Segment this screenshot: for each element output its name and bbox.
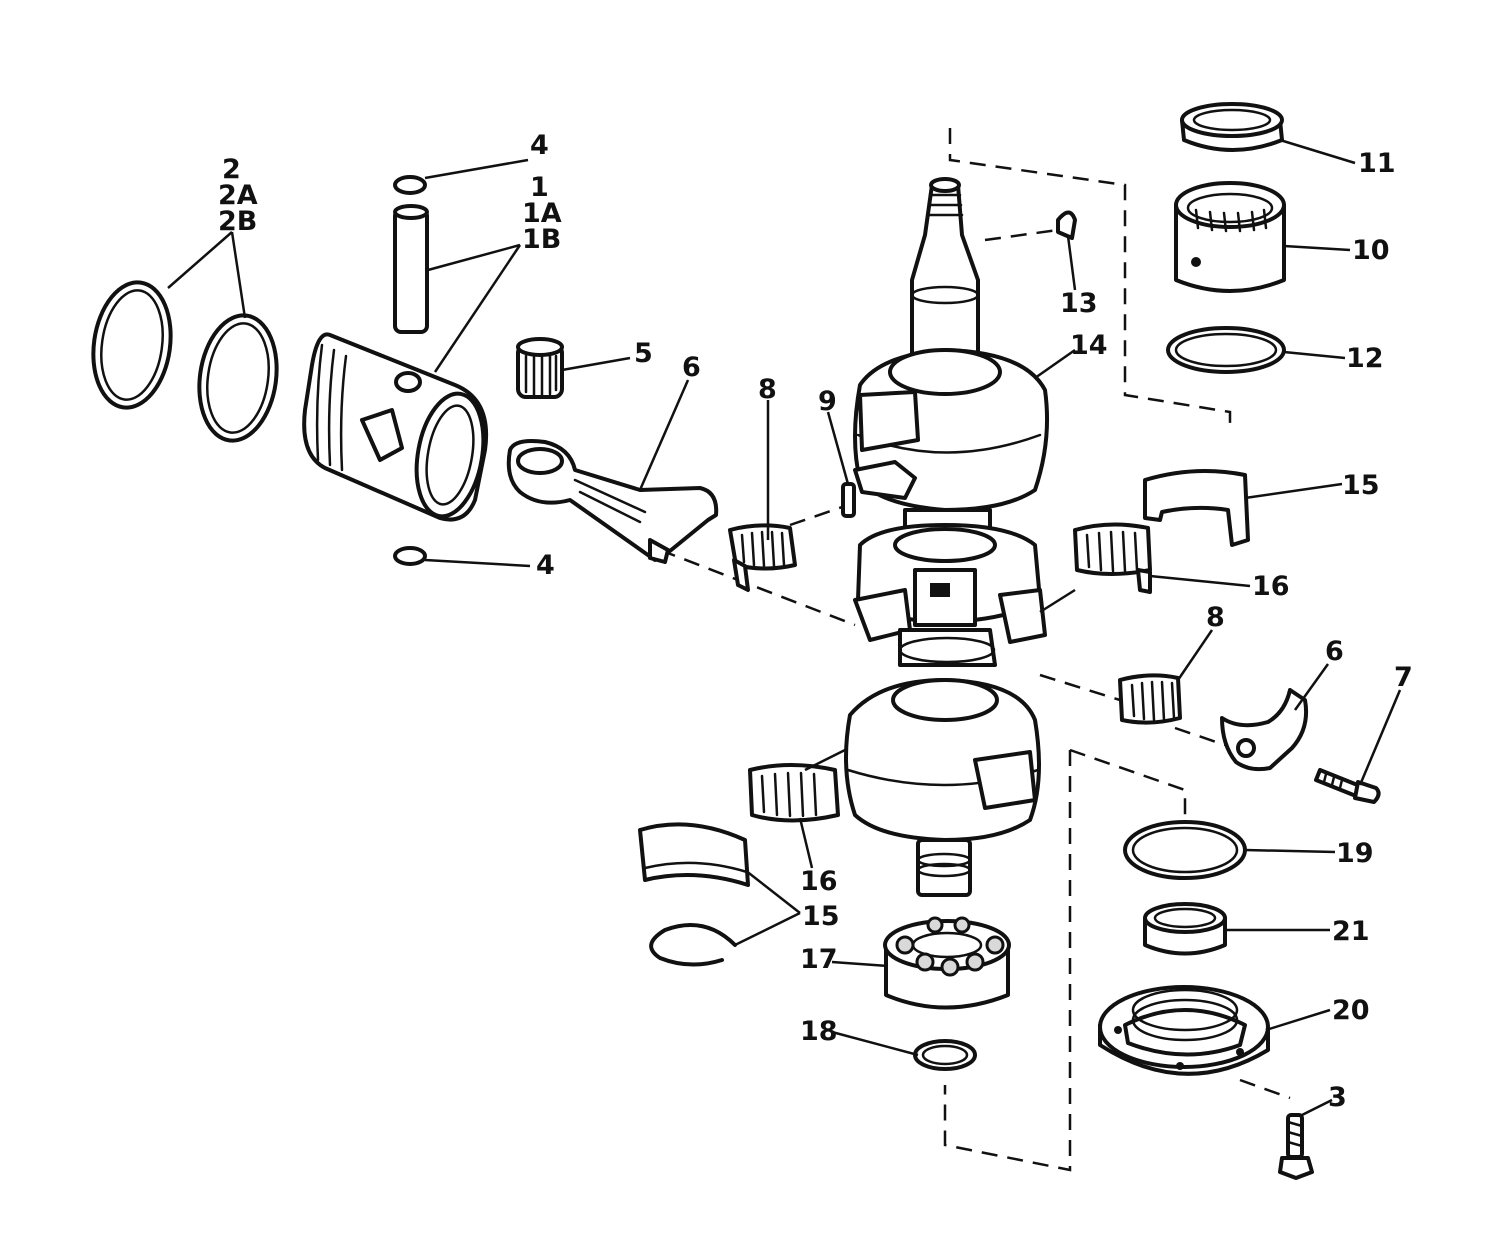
callout-13: 13 bbox=[1060, 288, 1098, 319]
lower-o-ring bbox=[1123, 820, 1247, 880]
housing-screw bbox=[1278, 1113, 1314, 1180]
callout-17: 17 bbox=[800, 944, 838, 975]
woodruff-key bbox=[1056, 210, 1077, 240]
callout-21: 21 bbox=[1332, 916, 1370, 947]
callout-18: 18 bbox=[800, 1016, 838, 1047]
upper-roller-bearing bbox=[1174, 181, 1286, 293]
main-bearing-retaining-ring bbox=[649, 923, 737, 967]
main-bearing-cage-upper bbox=[1143, 469, 1250, 547]
callout-14: 14 bbox=[1070, 330, 1108, 361]
upper-oil-seal bbox=[1180, 102, 1284, 152]
crankshaft bbox=[844, 177, 1050, 897]
rod-bearing-upper bbox=[728, 523, 797, 592]
lower-bearing-housing bbox=[1098, 985, 1270, 1076]
callout-leaders bbox=[167, 138, 1402, 1117]
callout-2b: 2B bbox=[218, 206, 257, 237]
connecting-rod-cap bbox=[1220, 688, 1309, 772]
callout-3: 3 bbox=[1328, 1082, 1347, 1113]
lower-snap-ring bbox=[913, 1039, 977, 1071]
piston-pin bbox=[393, 204, 429, 334]
callout-6-upper: 6 bbox=[682, 352, 701, 383]
rod-bolt bbox=[1314, 768, 1381, 804]
callout-10: 10 bbox=[1352, 235, 1390, 266]
callout-2: 2 bbox=[222, 154, 241, 185]
assembly-dashed-lines bbox=[659, 128, 1291, 1172]
main-bearing-needle-upper bbox=[1073, 522, 1152, 594]
main-bearing-needle-lower bbox=[748, 763, 840, 823]
connecting-rod bbox=[506, 439, 719, 564]
dowel-pin bbox=[841, 482, 856, 518]
rod-bearing-lower bbox=[1118, 673, 1182, 725]
lower-oil-seal bbox=[1143, 902, 1227, 956]
piston-ring-right bbox=[197, 313, 279, 443]
callout-16-lower: 16 bbox=[800, 866, 838, 897]
upper-o-ring bbox=[1166, 326, 1286, 374]
callout-4-top: 4 bbox=[530, 130, 549, 161]
callout-8-upper: 8 bbox=[758, 374, 777, 405]
callout-5: 5 bbox=[634, 338, 653, 369]
callout-4-bottom: 4 bbox=[536, 550, 555, 581]
needle-bearing-small-end bbox=[516, 337, 564, 399]
callout-1a: 1A bbox=[522, 198, 562, 229]
callout-1b: 1B bbox=[522, 224, 561, 255]
piston-ring-left bbox=[91, 280, 173, 410]
piston bbox=[302, 332, 489, 522]
callout-6-lower: 6 bbox=[1325, 636, 1344, 667]
callout-20: 20 bbox=[1332, 995, 1370, 1026]
callout-2a: 2A bbox=[218, 180, 258, 211]
callout-8-lower: 8 bbox=[1206, 602, 1225, 633]
callout-16-upper: 16 bbox=[1252, 571, 1290, 602]
callout-7: 7 bbox=[1394, 662, 1413, 693]
callout-1: 1 bbox=[530, 172, 549, 203]
callout-15-upper: 15 bbox=[1342, 470, 1380, 501]
piston-pin-clip-bottom bbox=[393, 546, 427, 566]
callout-11: 11 bbox=[1358, 148, 1396, 179]
callout-labels: 2 2A 2B 4 1 1A 1B 5 6 8 9 4 11 10 13 14 … bbox=[218, 130, 1413, 1113]
callout-19: 19 bbox=[1336, 838, 1374, 869]
piston-pin-clip-top bbox=[393, 175, 427, 195]
callout-12: 12 bbox=[1346, 343, 1384, 374]
callout-15-lower: 15 bbox=[802, 901, 840, 932]
callout-9: 9 bbox=[818, 386, 837, 417]
main-bearing-cage-lower bbox=[638, 822, 750, 887]
lower-ball-bearing bbox=[883, 916, 1011, 1010]
